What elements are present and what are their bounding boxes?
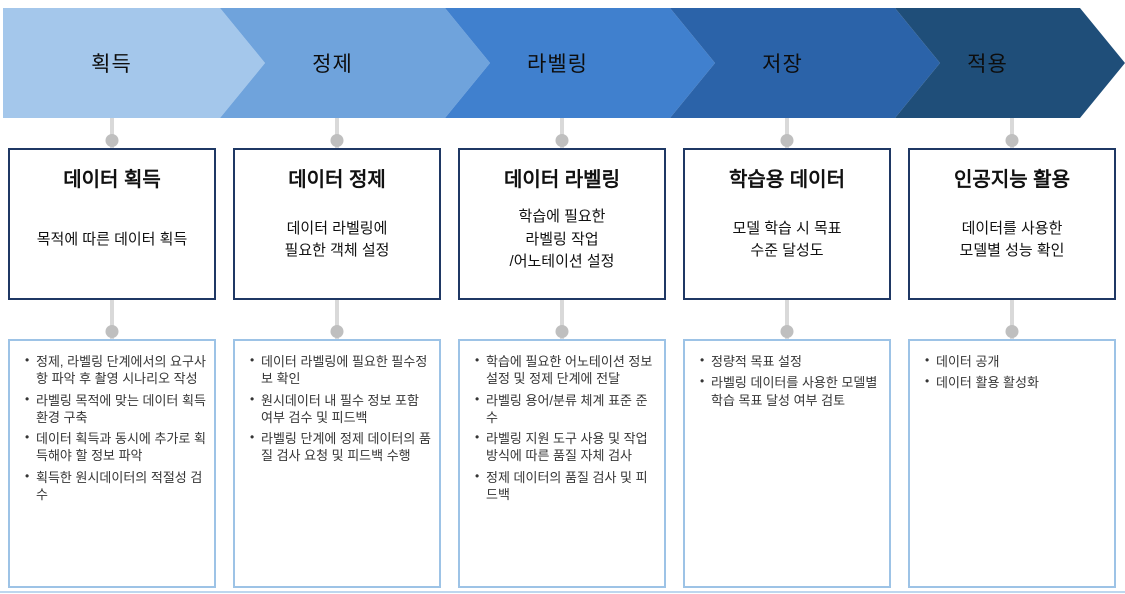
connector-line (560, 300, 564, 339)
connector-upper (233, 118, 441, 148)
detail-bullet-list: 정제, 라벨링 단계에서의 요구사항 파악 후 촬영 시나리오 작성 라벨링 목… (19, 353, 206, 503)
connector-line (785, 118, 789, 148)
detail-bullet: 라벨링 데이터를 사용한 모델별 학습 목표 달성 여부 검토 (700, 374, 881, 409)
connector-dot (555, 325, 569, 338)
connector-dot (1005, 134, 1019, 147)
stage-detail-box: 학습에 필요한 어노테이션 정보 설정 및 정제 단계에 전달 라벨링 용어/분… (458, 339, 666, 588)
connector-line (1010, 300, 1014, 339)
connector-lower (233, 300, 441, 339)
detail-bullet: 데이터 획득과 동시에 추가로 획득해야 할 정보 파악 (25, 430, 206, 465)
stage-subtitle: 목적에 따른 데이터 획득 (36, 230, 188, 248)
detail-bullet-list: 학습에 필요한 어노테이션 정보 설정 및 정제 단계에 전달 라벨링 용어/분… (469, 353, 656, 503)
connector-lower (8, 300, 216, 339)
connector-upper (458, 118, 666, 148)
bottom-accent-line (0, 591, 1125, 593)
chevron-refinement-label: 정제 (312, 53, 353, 76)
stage-summary-box: 데이터 획득 목적에 따른 데이터 획득 (8, 148, 216, 300)
connector-lower (458, 300, 666, 339)
stage-detail-box: 정량적 목표 설정 라벨링 데이터를 사용한 모델별 학습 목표 달성 여부 검… (683, 339, 891, 588)
connector-line (335, 118, 339, 148)
connector-dot (330, 134, 344, 147)
connector-line (560, 118, 564, 148)
connector-upper (683, 118, 891, 148)
detail-bullet: 학습에 필요한 어노테이션 정보 설정 및 정제 단계에 전달 (475, 353, 656, 388)
stage-columns: 데이터 획득 목적에 따른 데이터 획득 정제, 라벨링 단계에서의 요구사항 … (0, 118, 1125, 588)
detail-bullet-list: 데이터 라벨링에 필요한 필수정보 확인 원시데이터 내 필수 정보 포함 여부… (244, 353, 431, 465)
chevron-acquisition: 획득 (3, 8, 265, 118)
stage-summary-box: 학습용 데이터 모델 학습 시 목표 수준 달성도 (683, 148, 891, 300)
chevron-storage-label: 저장 (762, 53, 803, 76)
stage-column-storage: 학습용 데이터 모델 학습 시 목표 수준 달성도 정량적 목표 설정 라벨링 … (683, 118, 891, 588)
connector-line (335, 300, 339, 339)
detail-bullet-list: 정량적 목표 설정 라벨링 데이터를 사용한 모델별 학습 목표 달성 여부 검… (694, 353, 881, 409)
stage-column-labeling: 데이터 라벨링 학습에 필요한 라벨링 작업 /어노테이션 설정 학습에 필요한… (458, 118, 666, 588)
stage-title: 데이터 정제 (288, 169, 386, 191)
detail-bullet: 데이터 활용 활성화 (925, 374, 1106, 391)
detail-bullet: 정제, 라벨링 단계에서의 요구사항 파악 후 촬영 시나리오 작성 (25, 353, 206, 388)
stage-column-acquisition: 데이터 획득 목적에 따른 데이터 획득 정제, 라벨링 단계에서의 요구사항 … (8, 118, 216, 588)
stage-subtitle: 모델 학습 시 목표 수준 달성도 (732, 219, 842, 260)
detail-bullet: 라벨링 지원 도구 사용 및 작업 방식에 따른 품질 자체 검사 (475, 430, 656, 465)
stage-detail-box: 정제, 라벨링 단계에서의 요구사항 파악 후 촬영 시나리오 작성 라벨링 목… (8, 339, 216, 588)
detail-bullet: 라벨링 용어/분류 체계 표준 준수 (475, 392, 656, 427)
connector-upper (8, 118, 216, 148)
stage-subtitle: 학습에 필요한 라벨링 작업 /어노테이션 설정 (509, 208, 615, 271)
connector-dot (330, 325, 344, 338)
stage-detail-box: 데이터 공개 데이터 활용 활성화 (908, 339, 1116, 588)
detail-bullet: 정제 데이터의 품질 검사 및 피드백 (475, 469, 656, 504)
stage-detail-box: 데이터 라벨링에 필요한 필수정보 확인 원시데이터 내 필수 정보 포함 여부… (233, 339, 441, 588)
detail-bullet: 데이터 공개 (925, 353, 1106, 370)
stage-title: 학습용 데이터 (729, 169, 845, 191)
chevron-labeling-label: 라벨링 (527, 53, 588, 76)
detail-bullet: 획득한 원시데이터의 적절성 검수 (25, 469, 206, 504)
chevron-application-label: 적용 (967, 53, 1008, 76)
connector-dot (555, 134, 569, 147)
stage-column-refinement: 데이터 정제 데이터 라벨링에 필요한 객체 설정 데이터 라벨링에 필요한 필… (233, 118, 441, 588)
stage-summary-box: 데이터 라벨링 학습에 필요한 라벨링 작업 /어노테이션 설정 (458, 148, 666, 300)
stage-subtitle: 데이터를 사용한 모델별 성능 확인 (959, 219, 1065, 260)
connector-dot (105, 325, 119, 338)
connector-line (110, 118, 114, 148)
detail-bullet-list: 데이터 공개 데이터 활용 활성화 (919, 353, 1106, 392)
connector-dot (780, 325, 794, 338)
detail-bullet: 정량적 목표 설정 (700, 353, 881, 370)
chevron-refinement: 정제 (220, 8, 490, 118)
connector-line (785, 300, 789, 339)
stage-summary-box: 인공지능 활용 데이터를 사용한 모델별 성능 확인 (908, 148, 1116, 300)
chevron-labeling: 라벨링 (445, 8, 715, 118)
chevron-band: 획득 정제 라벨링 저장 적용 (0, 8, 1125, 118)
connector-line (110, 300, 114, 339)
connector-dot (1005, 325, 1019, 338)
stage-title: 데이터 획득 (63, 169, 161, 191)
connector-dot (105, 134, 119, 147)
detail-bullet: 원시데이터 내 필수 정보 포함 여부 검수 및 피드백 (250, 392, 431, 427)
stage-title: 데이터 라벨링 (504, 169, 620, 191)
detail-bullet: 라벨링 목적에 맞는 데이터 획득 환경 구축 (25, 392, 206, 427)
chevron-storage: 저장 (670, 8, 940, 118)
chevron-acquisition-label: 획득 (91, 53, 132, 76)
connector-dot (780, 134, 794, 147)
connector-lower (683, 300, 891, 339)
connector-lower (908, 300, 1116, 339)
stage-column-application: 인공지능 활용 데이터를 사용한 모델별 성능 확인 데이터 공개 데이터 활용… (908, 118, 1116, 588)
detail-bullet: 라벨링 단계에 정제 데이터의 품질 검사 요청 및 피드백 수행 (250, 430, 431, 465)
connector-upper (908, 118, 1116, 148)
stage-summary-box: 데이터 정제 데이터 라벨링에 필요한 객체 설정 (233, 148, 441, 300)
detail-bullet: 데이터 라벨링에 필요한 필수정보 확인 (250, 353, 431, 388)
stage-subtitle: 데이터 라벨링에 필요한 객체 설정 (284, 219, 390, 260)
stage-title: 인공지능 활용 (954, 169, 1070, 191)
connector-line (1010, 118, 1014, 148)
